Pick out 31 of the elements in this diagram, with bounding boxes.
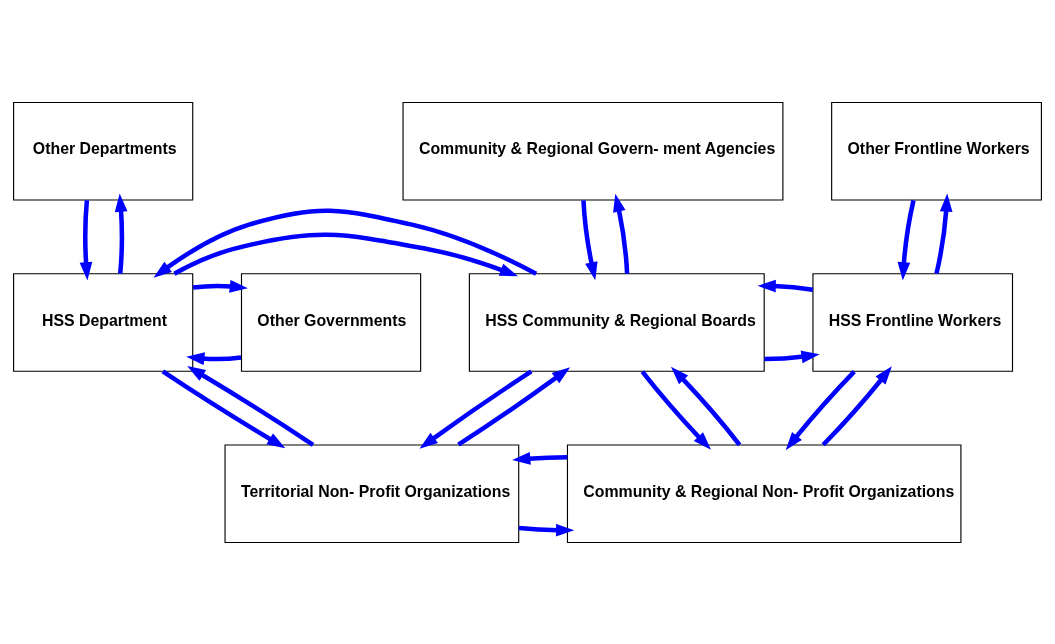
arrow <box>613 193 630 274</box>
arrow <box>757 279 814 292</box>
arrow <box>186 351 242 365</box>
node-box: Other Governments <box>240 272 422 372</box>
node-box: Other Frontline Workers <box>831 101 1042 201</box>
arrow <box>153 207 538 278</box>
node-box: Community & Regional Govern- ment Agencies <box>402 101 784 201</box>
arrow <box>512 451 568 465</box>
arrow <box>457 366 571 447</box>
arrow <box>187 365 315 447</box>
arrow <box>640 369 711 450</box>
arrow <box>79 199 93 280</box>
arrow <box>897 199 916 280</box>
arrow <box>192 279 248 293</box>
node-box: HSS Frontline Workers <box>812 272 1014 372</box>
node-box: Other Departments <box>13 101 194 201</box>
node-box: HSS Department <box>13 272 194 372</box>
arrow <box>764 350 820 363</box>
arrow <box>161 368 286 448</box>
arrow <box>518 523 575 537</box>
arrow <box>114 193 128 274</box>
arrow <box>419 368 533 449</box>
node-box: Territorial Non- Profit Organizations <box>224 443 520 543</box>
node-box: Community & Regional Non- Profit Organizations <box>566 443 962 543</box>
arrow <box>934 193 953 274</box>
arrow <box>670 366 742 446</box>
node-box: HSS Community & Regional Boards <box>468 272 765 372</box>
arrow <box>173 232 519 276</box>
arrow <box>821 365 892 446</box>
arrow <box>785 369 856 450</box>
arrow <box>581 199 598 280</box>
